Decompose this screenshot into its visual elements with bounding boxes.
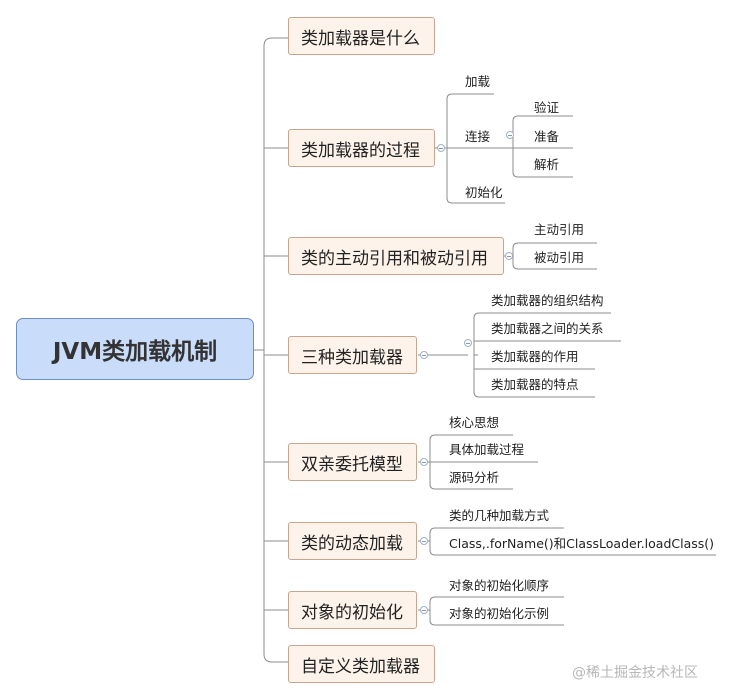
root-node[interactable]: JVM类加载机制 — [16, 318, 254, 380]
collapse-button-references[interactable] — [505, 252, 513, 260]
leaf-passive-reference[interactable]: 被动引用 — [534, 250, 585, 265]
leaf-initialization[interactable]: 初始化 — [465, 185, 503, 200]
leaf-loading-process[interactable]: 具体加载过程 — [449, 442, 525, 457]
leaf-loader-role[interactable]: 类加载器的作用 — [491, 349, 579, 364]
collapse-button-object-init[interactable] — [420, 606, 428, 614]
collapse-button-three-loaders-b[interactable] — [464, 339, 472, 347]
leaf-loader-relationship[interactable]: 类加载器之间的关系 — [491, 321, 604, 336]
leaf-loading[interactable]: 加载 — [465, 74, 491, 89]
watermark: @稀土掘金技术社区 — [572, 665, 698, 681]
branch-three-classloaders[interactable]: 三种类加载器 — [288, 336, 417, 374]
leaf-core-idea[interactable]: 核心思想 — [449, 415, 500, 430]
leaf-resolution[interactable]: 解析 — [534, 157, 560, 172]
leaf-preparation[interactable]: 准备 — [534, 129, 560, 144]
leaf-source-analysis[interactable]: 源码分析 — [449, 470, 500, 485]
leaf-linking[interactable]: 连接 — [465, 129, 491, 144]
branch-parent-delegation[interactable]: 双亲委托模型 — [288, 443, 417, 481]
leaf-forname-vs-loadclass[interactable]: Class,.forName()和ClassLoader.loadClass() — [449, 536, 715, 551]
leaf-active-reference[interactable]: 主动引用 — [534, 222, 585, 237]
collapse-button-process[interactable] — [437, 144, 445, 152]
collapse-button-three-loaders-a[interactable] — [420, 351, 428, 359]
leaf-loader-traits[interactable]: 类加载器的特点 — [491, 377, 579, 392]
branch-dynamic-loading[interactable]: 类的动态加载 — [288, 522, 417, 560]
leaf-init-example[interactable]: 对象的初始化示例 — [449, 606, 550, 621]
branch-what-is-classloader[interactable]: 类加载器是什么 — [288, 17, 435, 55]
leaf-loader-structure[interactable]: 类加载器的组织结构 — [491, 293, 604, 308]
collapse-button-parent-delegation[interactable] — [420, 458, 428, 466]
leaf-init-order[interactable]: 对象的初始化顺序 — [449, 578, 550, 593]
branch-active-passive-reference[interactable]: 类的主动引用和被动引用 — [288, 237, 504, 275]
leaf-loading-methods[interactable]: 类的几种加载方式 — [449, 508, 550, 523]
branch-object-initialization[interactable]: 对象的初始化 — [288, 591, 417, 629]
collapse-button-link[interactable] — [506, 131, 514, 139]
branch-custom-classloader[interactable]: 自定义类加载器 — [288, 645, 435, 683]
branch-classloader-process[interactable]: 类加载器的过程 — [288, 129, 435, 167]
collapse-button-dynamic-loading[interactable] — [420, 537, 428, 545]
leaf-verification[interactable]: 验证 — [534, 100, 560, 115]
